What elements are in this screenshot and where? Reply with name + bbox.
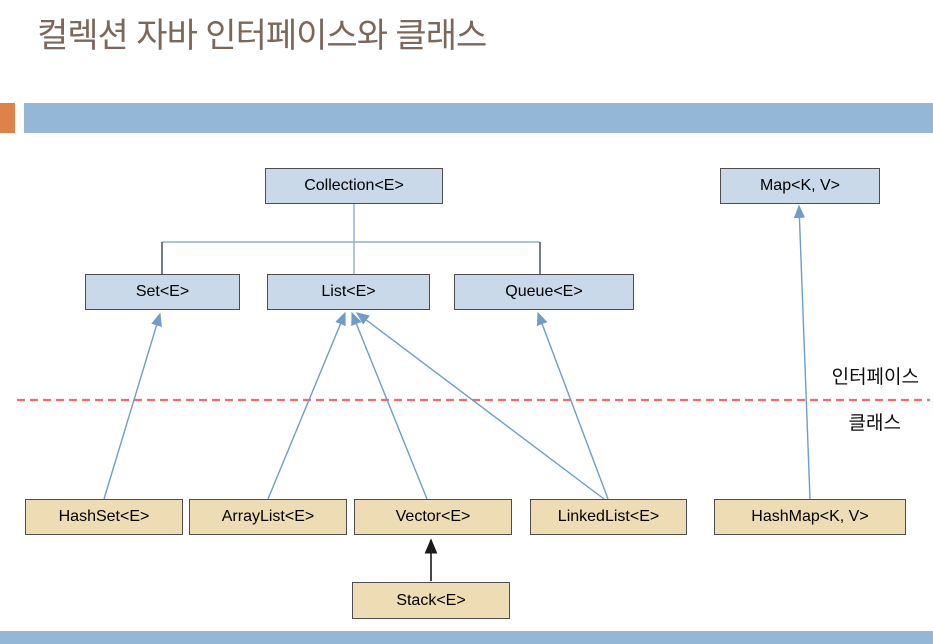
edge-hashset-to-set [103, 312, 162, 500]
node-list: List<E> [267, 274, 430, 310]
edge-arraylist-to-list [267, 311, 346, 500]
page-title: 컬렉션 자바 인터페이스와 클래스 [37, 17, 487, 55]
edge-hashmap-to-map [793, 204, 811, 500]
node-collection: Collection<E> [265, 168, 443, 204]
node-arraylist: ArrayList<E> [189, 499, 347, 535]
accent-orange-block [0, 103, 15, 133]
node-stack: Stack<E> [352, 582, 510, 619]
edge-linkedlist-to-queue [536, 311, 609, 500]
edge-vector-to-list [351, 311, 428, 500]
interface-region-label: 인터페이스 [831, 367, 919, 388]
footer-divider-bar [0, 631, 933, 644]
class-region-label: 클래스 [848, 413, 901, 434]
node-linkedlist: LinkedList<E> [530, 499, 687, 535]
node-set: Set<E> [85, 274, 240, 310]
node-hashmap: HashMap<K, V> [714, 499, 906, 535]
node-vector: Vector<E> [354, 499, 512, 535]
edge-linkedlist-to-list [355, 312, 605, 500]
node-map: Map<K, V> [720, 168, 880, 204]
header-divider-bar [24, 103, 933, 133]
node-queue: Queue<E> [454, 274, 634, 310]
node-hashset: HashSet<E> [25, 499, 183, 535]
